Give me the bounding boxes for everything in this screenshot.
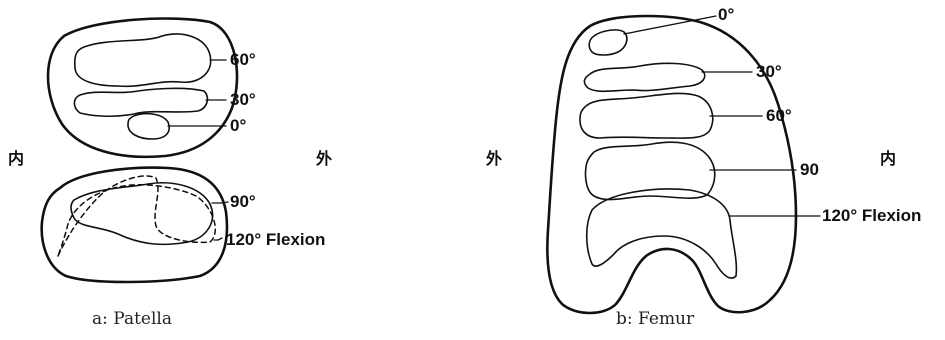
- femur-label-0: 0°: [718, 6, 734, 23]
- patella-label-30: 30°: [230, 91, 256, 108]
- femur-label-60: 60°: [766, 107, 792, 124]
- patella-label-60: 60°: [230, 51, 256, 68]
- femur-contact-0: [589, 30, 627, 55]
- patella-contact-0: [128, 114, 169, 139]
- patella-label-90: 90°: [230, 193, 256, 210]
- patella-label-120: 120° Flexion: [226, 231, 325, 248]
- femur-caption: b: Femur: [616, 311, 694, 328]
- patella-leader-90: [212, 202, 228, 203]
- patella-side-left: 内: [8, 151, 24, 167]
- femur-side-left: 外: [486, 151, 502, 167]
- patella-leader-120: [214, 238, 222, 240]
- femur-contact-30: [584, 63, 704, 91]
- patella-side-right: 外: [316, 151, 332, 167]
- patella-panel: [42, 19, 237, 282]
- patella-contact-90: [71, 183, 213, 245]
- femur-label-120: 120° Flexion: [822, 207, 921, 224]
- patella-contact-30: [74, 88, 207, 116]
- patella-caption: a: Patella: [92, 311, 172, 328]
- femur-panel: [547, 16, 820, 313]
- femur-outline: [547, 16, 796, 313]
- patella-label-0: 0°: [230, 117, 246, 134]
- femur-label-90: 90: [800, 161, 819, 178]
- femur-leader-0: [624, 16, 716, 34]
- femur-contact-120: [587, 189, 737, 278]
- patella-contact-60: [75, 34, 211, 86]
- femur-side-right: 内: [880, 151, 896, 167]
- femur-label-30: 30°: [756, 63, 782, 80]
- femur-contact-60: [580, 93, 713, 138]
